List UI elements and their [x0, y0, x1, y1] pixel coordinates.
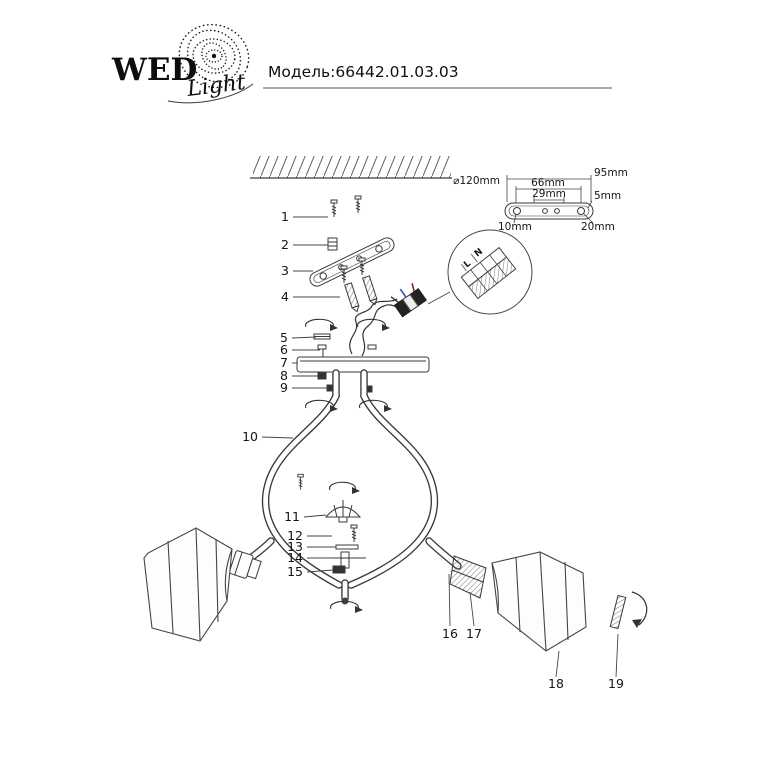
terminal-live-label: L — [462, 259, 473, 271]
dim-29: 29mm — [532, 188, 566, 200]
rotation-arrows — [304, 318, 392, 613]
terminal-connector — [390, 283, 427, 318]
wall-anchor — [362, 275, 378, 306]
brand-text: WED — [111, 52, 197, 88]
screw-icon — [354, 195, 362, 214]
screw-icon — [330, 199, 338, 218]
dim-10: 10mm — [498, 221, 532, 233]
part-label-4: 4 — [281, 289, 289, 304]
part-label-18: 18 — [548, 676, 564, 691]
lamp-socket — [449, 555, 487, 599]
dim-20: 20mm — [581, 221, 615, 233]
dim-66: 66mm — [531, 177, 565, 189]
part-label-17: 17 — [466, 626, 482, 641]
part-label-10: 10 — [242, 429, 258, 444]
part-label-9: 9 — [280, 380, 288, 395]
part-label-14: 14 — [287, 550, 303, 565]
fixture-arms — [244, 369, 462, 605]
left-lamp-holder — [228, 550, 262, 580]
part-label-5: 5 — [280, 330, 288, 345]
screw-icon — [350, 524, 358, 543]
part-labels: 1 2 3 4 5 6 7 8 9 10 11 12 13 14 15 16 1… — [242, 209, 624, 691]
part-label-1: 1 — [281, 209, 289, 224]
dim-95: 95mm — [594, 167, 628, 179]
brand-logo: WED Light — [111, 23, 254, 104]
model-label: Модель:66442.01.03.03 — [268, 63, 459, 81]
wall-anchor — [344, 282, 360, 313]
part-label-11: 11 — [284, 509, 300, 524]
part-label-6: 6 — [280, 342, 288, 357]
part-label-7: 7 — [280, 355, 288, 370]
dimension-detail: ⌀120mm 95mm 66mm 29mm 5mm 10mm 20mm — [453, 167, 628, 233]
spacer-nut — [327, 237, 338, 251]
mounting-hardware — [309, 195, 395, 313]
logo-underline-flourish — [167, 83, 254, 104]
wire-red — [411, 283, 415, 292]
ceiling — [250, 156, 452, 179]
dim-5: 5mm — [594, 190, 621, 202]
mounting-bar — [309, 237, 395, 287]
part-label-12: 12 — [287, 528, 303, 543]
part-label-15: 15 — [287, 564, 303, 579]
wires — [349, 298, 404, 357]
screw-icon — [358, 257, 366, 276]
part-label-19: 19 — [608, 676, 624, 691]
part-label-16: 16 — [442, 626, 458, 641]
wire-blue — [399, 288, 407, 298]
part-label-13: 13 — [287, 539, 303, 554]
center-assembly — [297, 473, 366, 574]
part-label-2: 2 — [281, 237, 289, 252]
dim-diameter: ⌀120mm — [453, 175, 500, 187]
part-label-3: 3 — [281, 263, 289, 278]
canopy-assembly — [296, 333, 430, 393]
right-lamp-shade — [491, 551, 587, 652]
screw-icon — [297, 473, 304, 491]
threaded-stud — [609, 591, 648, 630]
part-label-8: 8 — [280, 368, 288, 383]
wiring-callout: L N — [427, 229, 533, 315]
left-lamp-shade — [143, 527, 233, 642]
